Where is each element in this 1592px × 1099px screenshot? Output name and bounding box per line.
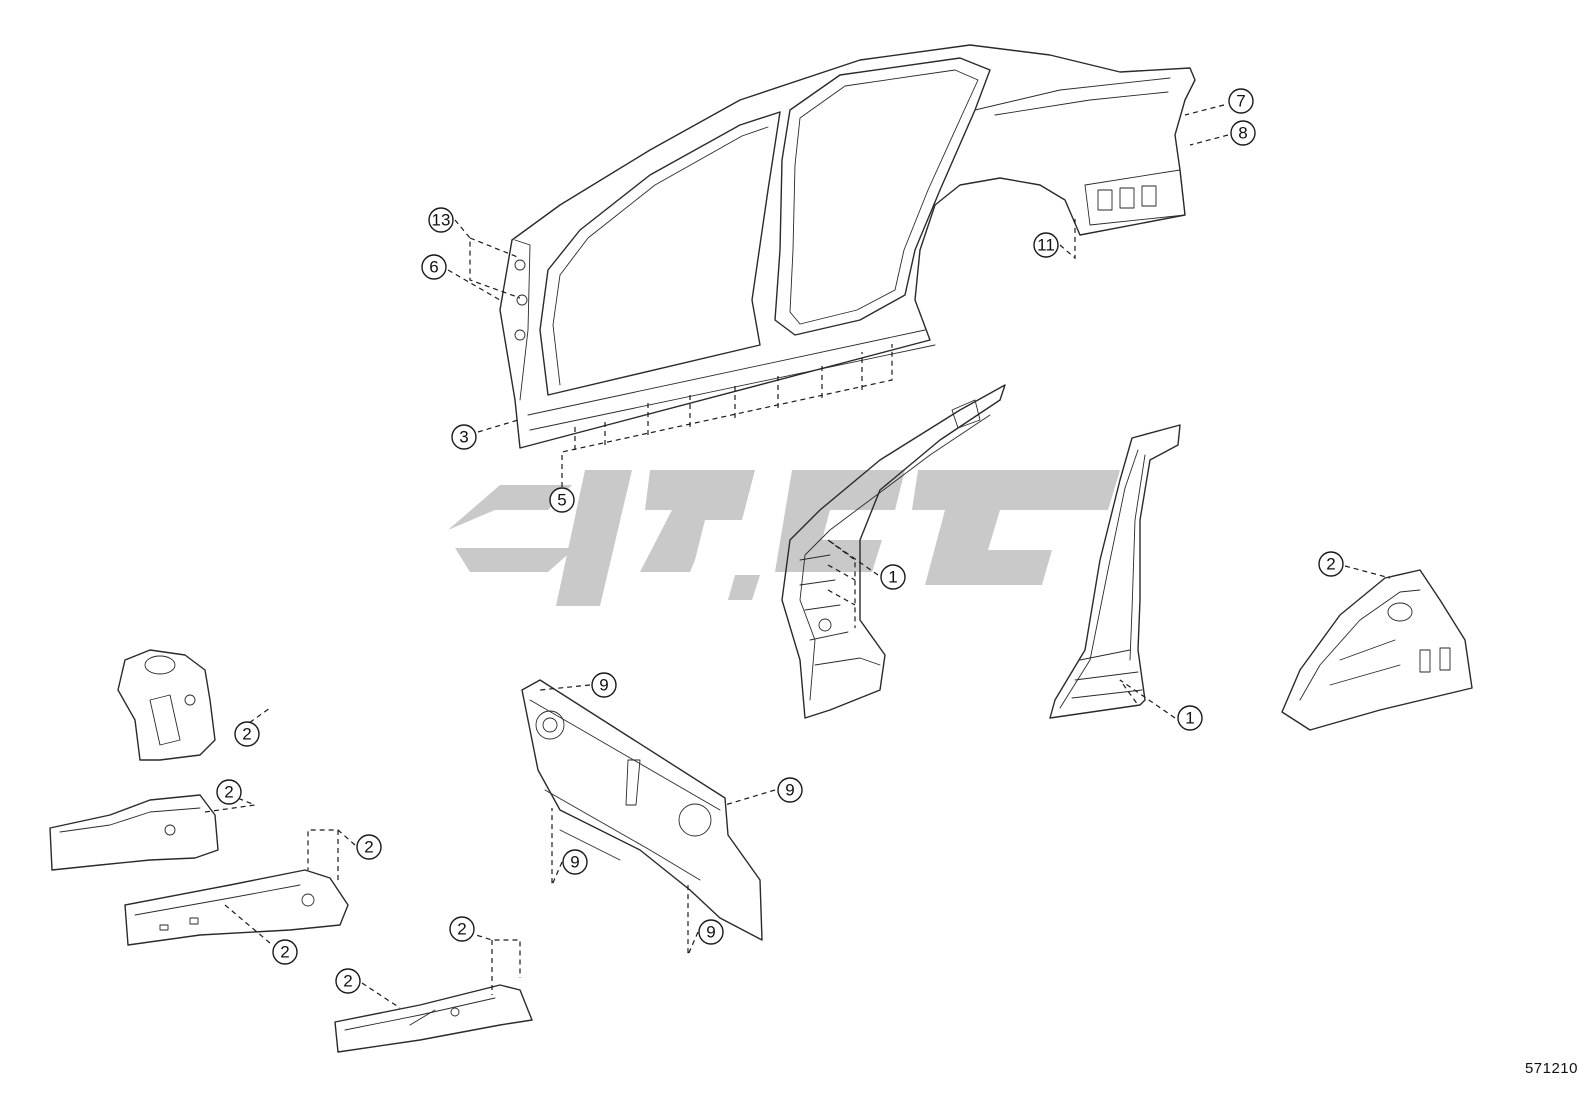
- callout-1-a: 1: [880, 564, 906, 590]
- callout-13-label: 13: [432, 211, 451, 230]
- callout-6: 6: [421, 254, 447, 280]
- callout-2-g-label: 2: [343, 972, 352, 991]
- callout-2-d: 2: [356, 834, 382, 860]
- callout-2-d-label: 2: [364, 838, 373, 857]
- callout-8: 8: [1230, 120, 1256, 146]
- front-side-member: [124, 869, 349, 946]
- callout-7-label: 7: [1236, 92, 1245, 111]
- callout-1-b: 1: [1177, 705, 1203, 731]
- callout-2-e: 2: [272, 939, 298, 965]
- watermark-logo: [448, 470, 1120, 606]
- front-suspension-support: [117, 649, 216, 761]
- callout-5-label: 5: [557, 491, 566, 510]
- dash-panel: [521, 679, 763, 941]
- callout-8-label: 8: [1238, 124, 1247, 143]
- front-side-member-upper: [49, 794, 219, 871]
- callout-9-a-label: 9: [599, 676, 608, 695]
- callout-2-b-label: 2: [242, 725, 251, 744]
- callout-3-label: 3: [459, 428, 468, 447]
- callout-2-b: 2: [234, 721, 260, 747]
- callout-2-g: 2: [335, 968, 361, 994]
- callout-1-b-label: 1: [1185, 709, 1194, 728]
- front-pillar-inner: [781, 384, 1006, 719]
- callout-6-label: 6: [429, 258, 438, 277]
- leader-lines: [204, 104, 1391, 1009]
- callout-9-a: 9: [591, 672, 617, 698]
- callout-2-c-label: 2: [224, 783, 233, 802]
- callout-9-c-label: 9: [570, 853, 579, 872]
- callout-9-d: 9: [698, 919, 724, 945]
- callout-5: 5: [549, 487, 575, 513]
- callout-2-a: 2: [1318, 551, 1344, 577]
- callout-2-f: 2: [449, 916, 475, 942]
- callout-3: 3: [451, 424, 477, 450]
- callout-7: 7: [1228, 88, 1254, 114]
- callout-9-b-label: 9: [785, 781, 794, 800]
- center-pillar: [1049, 424, 1181, 719]
- callout-9-c: 9: [562, 849, 588, 875]
- callout-9-b: 9: [777, 777, 803, 803]
- callout-2-e-label: 2: [280, 943, 289, 962]
- floor-side-member: [334, 984, 533, 1053]
- callout-9-d-label: 9: [706, 923, 715, 942]
- diagram-id: 571210: [1524, 1060, 1578, 1077]
- callout-13: 13: [428, 207, 454, 233]
- rear-wheel-house: [1281, 569, 1473, 731]
- callout-11-label: 11: [1037, 236, 1055, 255]
- callout-2-c: 2: [216, 779, 242, 805]
- callout-1-a-label: 1: [888, 568, 897, 587]
- callout-2-a-label: 2: [1326, 555, 1335, 574]
- callout-11: 11: [1033, 232, 1059, 258]
- callout-2-f-label: 2: [457, 920, 466, 939]
- side-outer-panel: [499, 44, 1196, 449]
